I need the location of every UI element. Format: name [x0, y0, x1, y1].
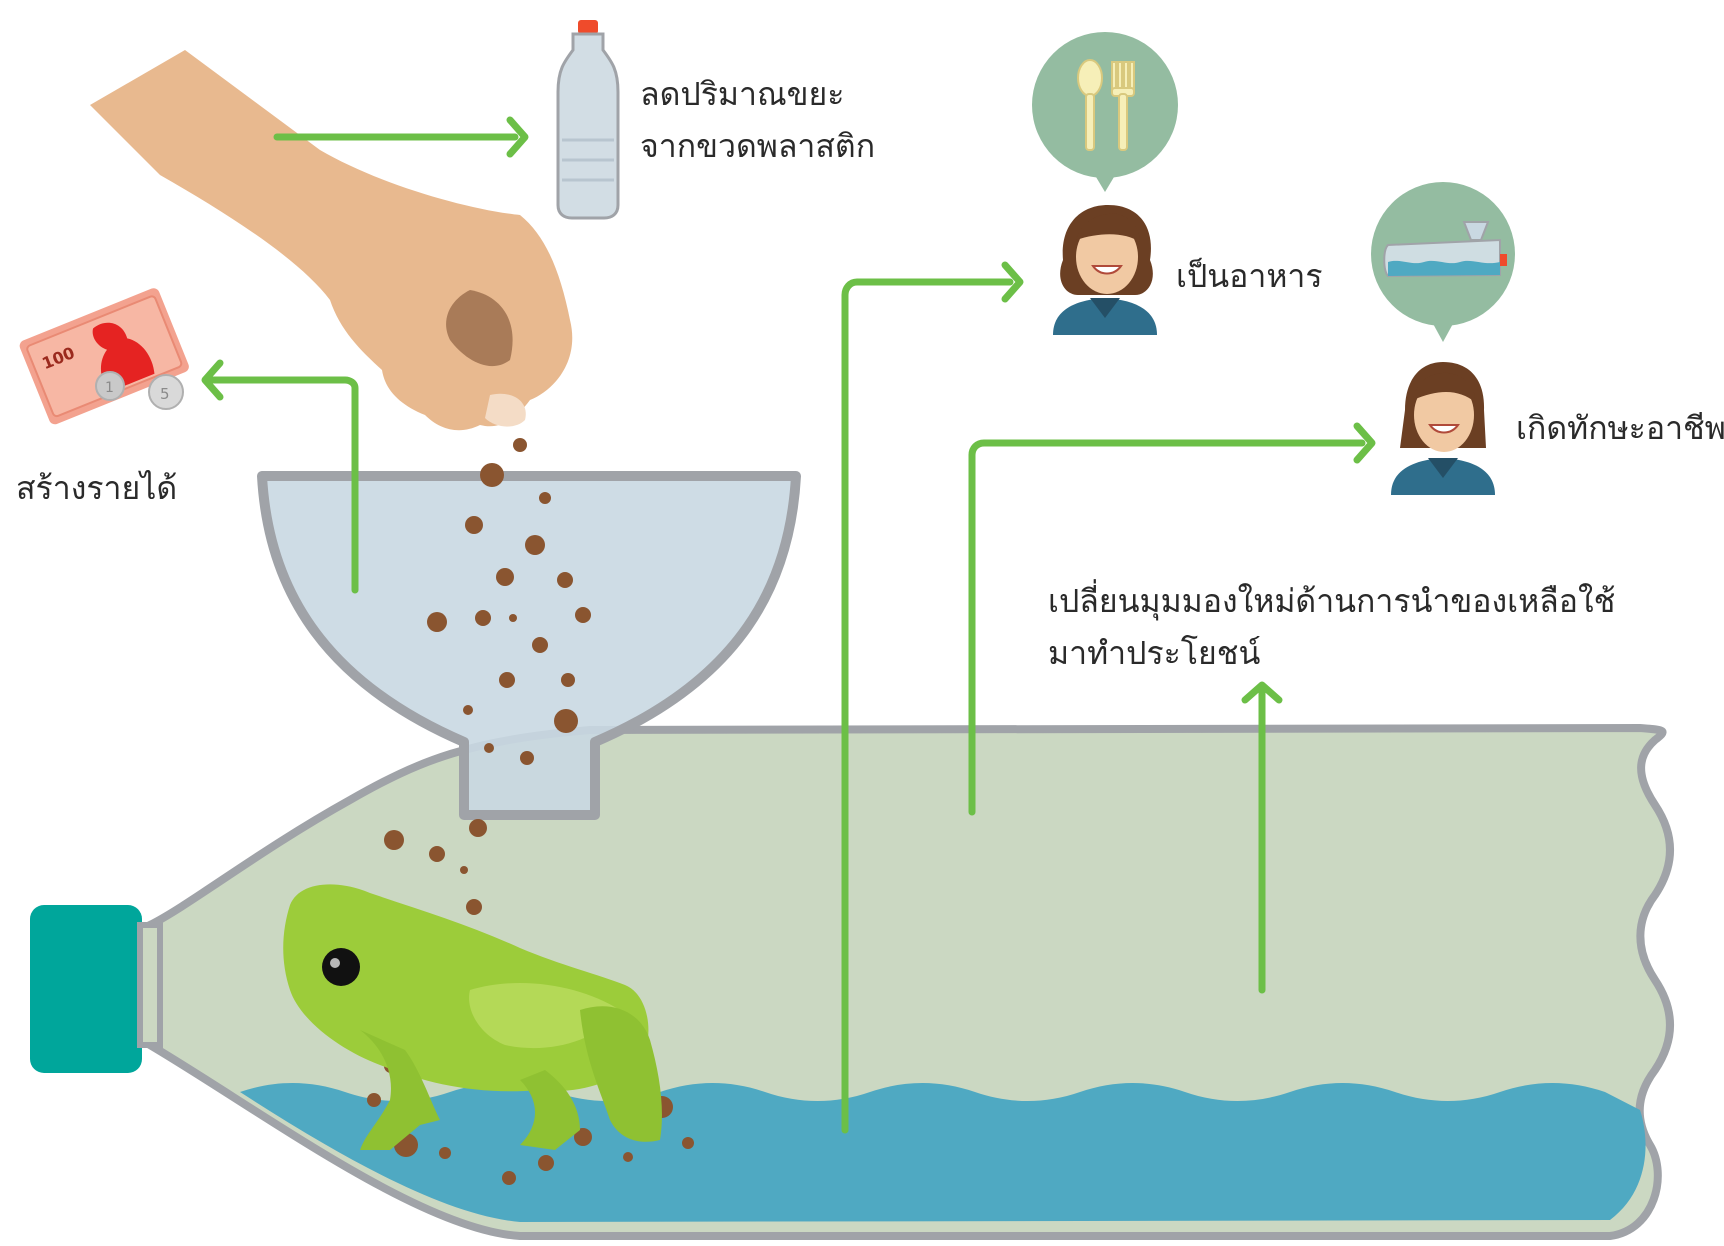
label-new-view-line-2: มาทำประโยชน์: [1048, 627, 1615, 679]
label-income: สร้างรายได้: [16, 462, 177, 514]
label-skill: เกิดทักษะอาชีพ: [1516, 402, 1724, 454]
label-food: เป็นอาหาร: [1176, 250, 1323, 302]
bottle-cap: [30, 905, 142, 1073]
person-icon: [1053, 205, 1157, 335]
coin-value-1: 1: [105, 380, 114, 396]
food-bubble: [1032, 32, 1178, 192]
plastic-bottle-icon: [558, 20, 618, 218]
frog-eye-icon: [322, 948, 360, 986]
label-new-view-line-1: เปลี่ยนมุมมองใหม่ด้านการนำของเหลือใช้: [1048, 575, 1615, 627]
label-reduce-waste: ลดปริมาณขยะ จากขวดพลาสติก: [640, 68, 875, 172]
label-food-text: เป็นอาหาร: [1176, 250, 1323, 302]
horizontal-bottle: [30, 728, 1670, 1236]
label-skill-text: เกิดทักษะอาชีพ: [1516, 402, 1724, 454]
person-icon: [1391, 362, 1495, 495]
coin-value-5: 5: [160, 385, 170, 403]
label-new-view: เปลี่ยนมุมมองใหม่ด้านการนำของเหลือใช้ มา…: [1048, 575, 1615, 679]
bottle-neck: [140, 925, 160, 1045]
label-income-text: สร้างรายได้: [16, 462, 177, 514]
label-reduce-waste-line-2: จากขวดพลาสติก: [640, 120, 875, 172]
bottle-farm-bubble: [1371, 182, 1515, 342]
label-reduce-waste-line-1: ลดปริมาณขยะ: [640, 68, 875, 120]
